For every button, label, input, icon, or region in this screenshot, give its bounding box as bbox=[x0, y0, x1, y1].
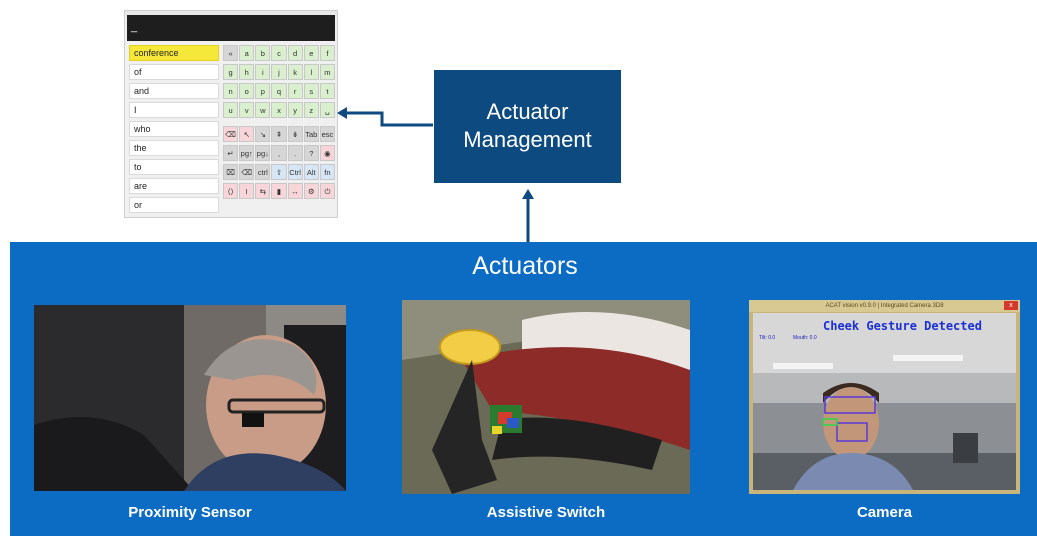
keyboard-key[interactable]: c bbox=[271, 45, 287, 61]
arrow-to-management-head bbox=[522, 189, 534, 199]
camera-window: ACAT vision v0.9.0 | Integrated Camera 3… bbox=[749, 300, 1020, 494]
keyboard-key[interactable]: p bbox=[255, 83, 271, 99]
keyboard-key[interactable]: Tab bbox=[303, 126, 319, 142]
word-prediction-item[interactable]: are bbox=[129, 178, 219, 194]
keyboard-key[interactable]: h bbox=[239, 64, 255, 80]
word-prediction-item[interactable]: or bbox=[129, 197, 219, 213]
actuators-title: Actuators bbox=[472, 252, 578, 280]
keyboard-key[interactable]: ⟨⟩ bbox=[223, 183, 239, 199]
word-prediction-item[interactable]: of bbox=[129, 64, 219, 80]
camera-readout-a: Tilt: 0.0 bbox=[759, 335, 776, 341]
keyboard-key[interactable]: j bbox=[271, 64, 287, 80]
keyboard-key[interactable]: fn bbox=[319, 164, 335, 180]
word-prediction-item[interactable]: and bbox=[129, 83, 219, 99]
camera-close-button[interactable]: x bbox=[1004, 301, 1018, 310]
management-line1: Actuator bbox=[486, 99, 569, 124]
keyboard-key[interactable]: ⇞ bbox=[271, 126, 287, 142]
keyboard-key[interactable]: ? bbox=[303, 145, 319, 161]
keyboard-key[interactable]: Alt bbox=[303, 164, 319, 180]
keyboard-key[interactable]: Ctrl bbox=[287, 164, 303, 180]
keyboard-key[interactable]: l bbox=[303, 64, 319, 80]
keyboard-key[interactable]: z bbox=[303, 102, 319, 118]
arrow-to-keyboard bbox=[345, 111, 433, 127]
keyboard-key[interactable]: ◉ bbox=[319, 145, 335, 161]
keyboard-key[interactable]: v bbox=[239, 102, 255, 118]
keyboard-key[interactable]: s bbox=[303, 83, 319, 99]
camera-feed: Cheek Gesture Detected Tilt: 0.0 Mouth: … bbox=[753, 313, 1016, 490]
keyboard-key[interactable]: ctrl bbox=[255, 164, 271, 180]
keyboard-key[interactable]: n bbox=[223, 83, 239, 99]
keyboard-key[interactable]: ▮ bbox=[271, 183, 287, 199]
keyboard-key[interactable]: ⇧ bbox=[271, 164, 287, 180]
keyboard-key[interactable]: b bbox=[255, 45, 271, 61]
word-prediction-item[interactable]: who bbox=[129, 121, 219, 137]
word-prediction-item[interactable]: the bbox=[129, 140, 219, 156]
keyboard-key[interactable]: ↘ bbox=[255, 126, 271, 142]
caption-camera: Camera bbox=[856, 504, 913, 521]
keyboard-key[interactable]: pg↓ bbox=[255, 145, 271, 161]
keyboard-key[interactable]: m bbox=[319, 64, 335, 80]
key-row: ↵pg↑pg↓,.?◉ bbox=[223, 145, 335, 161]
keyboard-key[interactable]: ⇆ bbox=[255, 183, 271, 199]
keyboard-key[interactable]: ⇟ bbox=[287, 126, 303, 142]
keyboard-key[interactable]: w bbox=[255, 102, 271, 118]
keyboard-key[interactable]: , bbox=[271, 145, 287, 161]
keyboard-key[interactable]: d bbox=[287, 45, 303, 61]
assistive-switch-photo bbox=[402, 300, 690, 494]
management-line2: Management bbox=[463, 127, 592, 152]
keyboard-key[interactable]: t bbox=[319, 83, 335, 99]
keyboard-key[interactable]: ↖ bbox=[239, 126, 255, 142]
arrow-to-keyboard-head bbox=[337, 107, 347, 119]
keyboard-key[interactable]: ⏻ bbox=[319, 183, 335, 199]
caption-assistive-switch: Assistive Switch bbox=[486, 504, 606, 521]
keyboard-key[interactable]: « bbox=[223, 45, 239, 61]
keyboard-key[interactable]: k bbox=[287, 64, 303, 80]
keyboard-key[interactable]: o bbox=[239, 83, 255, 99]
keyboard-key[interactable]: . bbox=[287, 145, 303, 161]
actuator-management-box: Actuator Management bbox=[434, 70, 621, 183]
word-prediction-item[interactable]: to bbox=[129, 159, 219, 175]
keyboard-key[interactable]: ␣ bbox=[319, 102, 335, 118]
camera-titlebar: ACAT vision v0.9.0 | Integrated Camera 3… bbox=[749, 300, 1020, 312]
keyboard-key[interactable]: I bbox=[239, 183, 255, 199]
keyboard-key[interactable]: ⌫ bbox=[239, 164, 255, 180]
keyboard-key[interactable]: ⌧ bbox=[223, 164, 239, 180]
keyboard-titlebar bbox=[125, 11, 337, 17]
keyboard-key[interactable]: u bbox=[223, 102, 239, 118]
keyboard-key[interactable]: x bbox=[271, 102, 287, 118]
camera-readout-b: Mouth: 0.0 bbox=[793, 335, 817, 341]
caption-proximity-sensor: Proximity Sensor bbox=[128, 504, 252, 521]
text-input-field[interactable]: _ bbox=[127, 15, 335, 41]
keyboard-key[interactable]: ↵ bbox=[223, 145, 239, 161]
gesture-detected-label: Cheek Gesture Detected bbox=[823, 319, 982, 333]
word-prediction-item[interactable]: conference bbox=[129, 45, 219, 61]
keyboard-key[interactable]: ↔ bbox=[287, 183, 303, 199]
keyboard-key[interactable]: r bbox=[287, 83, 303, 99]
keyboard-key[interactable]: ⌫ bbox=[223, 126, 239, 142]
keyboard-key[interactable]: pg↑ bbox=[239, 145, 255, 161]
keyboard-key[interactable]: a bbox=[239, 45, 255, 61]
keyboard-key[interactable]: g bbox=[223, 64, 239, 80]
keyboard-key[interactable]: q bbox=[271, 83, 287, 99]
key-row: ⟨⟩I⇆▮↔⚙⏻ bbox=[223, 183, 335, 199]
keyboard-key[interactable]: i bbox=[255, 64, 271, 80]
keyboard-key[interactable]: esc bbox=[319, 126, 335, 142]
keyboard-key[interactable]: e bbox=[303, 45, 319, 61]
proximity-sensor-photo bbox=[34, 305, 346, 491]
keyboard-key[interactable]: y bbox=[287, 102, 303, 118]
keyboard-key[interactable]: f bbox=[319, 45, 335, 61]
word-prediction-item[interactable]: I bbox=[129, 102, 219, 118]
keyboard-key[interactable]: ⚙ bbox=[303, 183, 319, 199]
